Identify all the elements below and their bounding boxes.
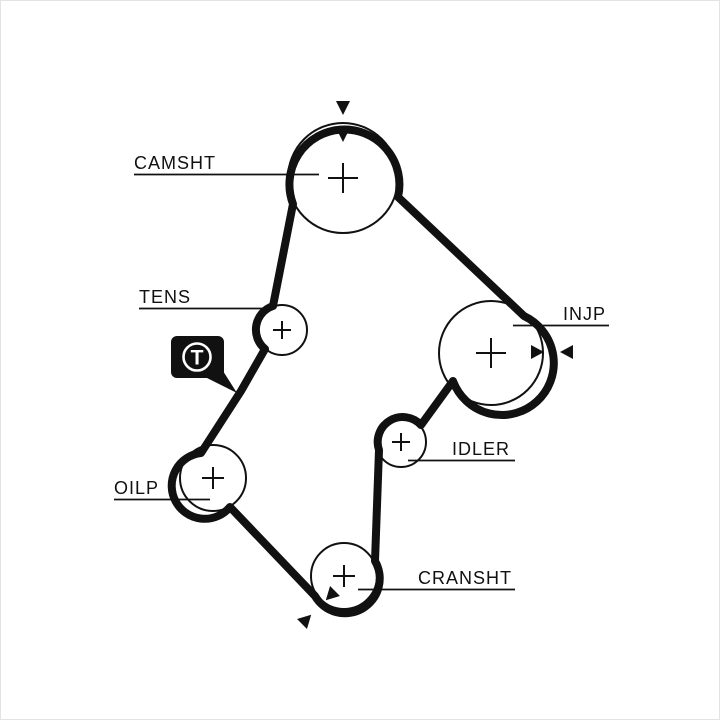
crankshaft-label: CRANSHT <box>418 568 512 588</box>
belt-direction-arrow-inner-icon <box>336 128 350 142</box>
oil-pump-label: OILP <box>114 478 159 498</box>
crankshaft-timing-mark-inner-icon <box>325 586 340 601</box>
tensioner-marker-letter: T <box>191 347 204 370</box>
crankshaft-cross-icon <box>333 565 355 587</box>
injection-pump-timing-mark-left-icon <box>531 345 544 359</box>
idler-cross-icon <box>392 433 410 451</box>
timing-belt <box>167 125 558 618</box>
camshaft-label: CAMSHT <box>134 153 216 173</box>
crankshaft-timing-mark-outer-icon <box>297 614 312 629</box>
tensioner-marker: T <box>171 336 237 393</box>
tensioner-marker-box <box>171 336 224 378</box>
idler-label: IDLER <box>452 439 510 459</box>
tensioner-marker-ring-icon <box>182 342 212 372</box>
tensioner-label: TENS <box>139 287 191 307</box>
injection-pump-cross-icon <box>476 338 506 368</box>
camshaft-cross-icon <box>328 163 358 193</box>
injection-pump-label: INJP <box>563 304 606 324</box>
injection-pump-timing-mark-right-icon <box>560 345 573 359</box>
tensioner-cross-icon <box>273 321 291 339</box>
belt-direction-arrow-outer-icon <box>336 101 350 115</box>
oil-pump-cross-icon <box>202 467 224 489</box>
